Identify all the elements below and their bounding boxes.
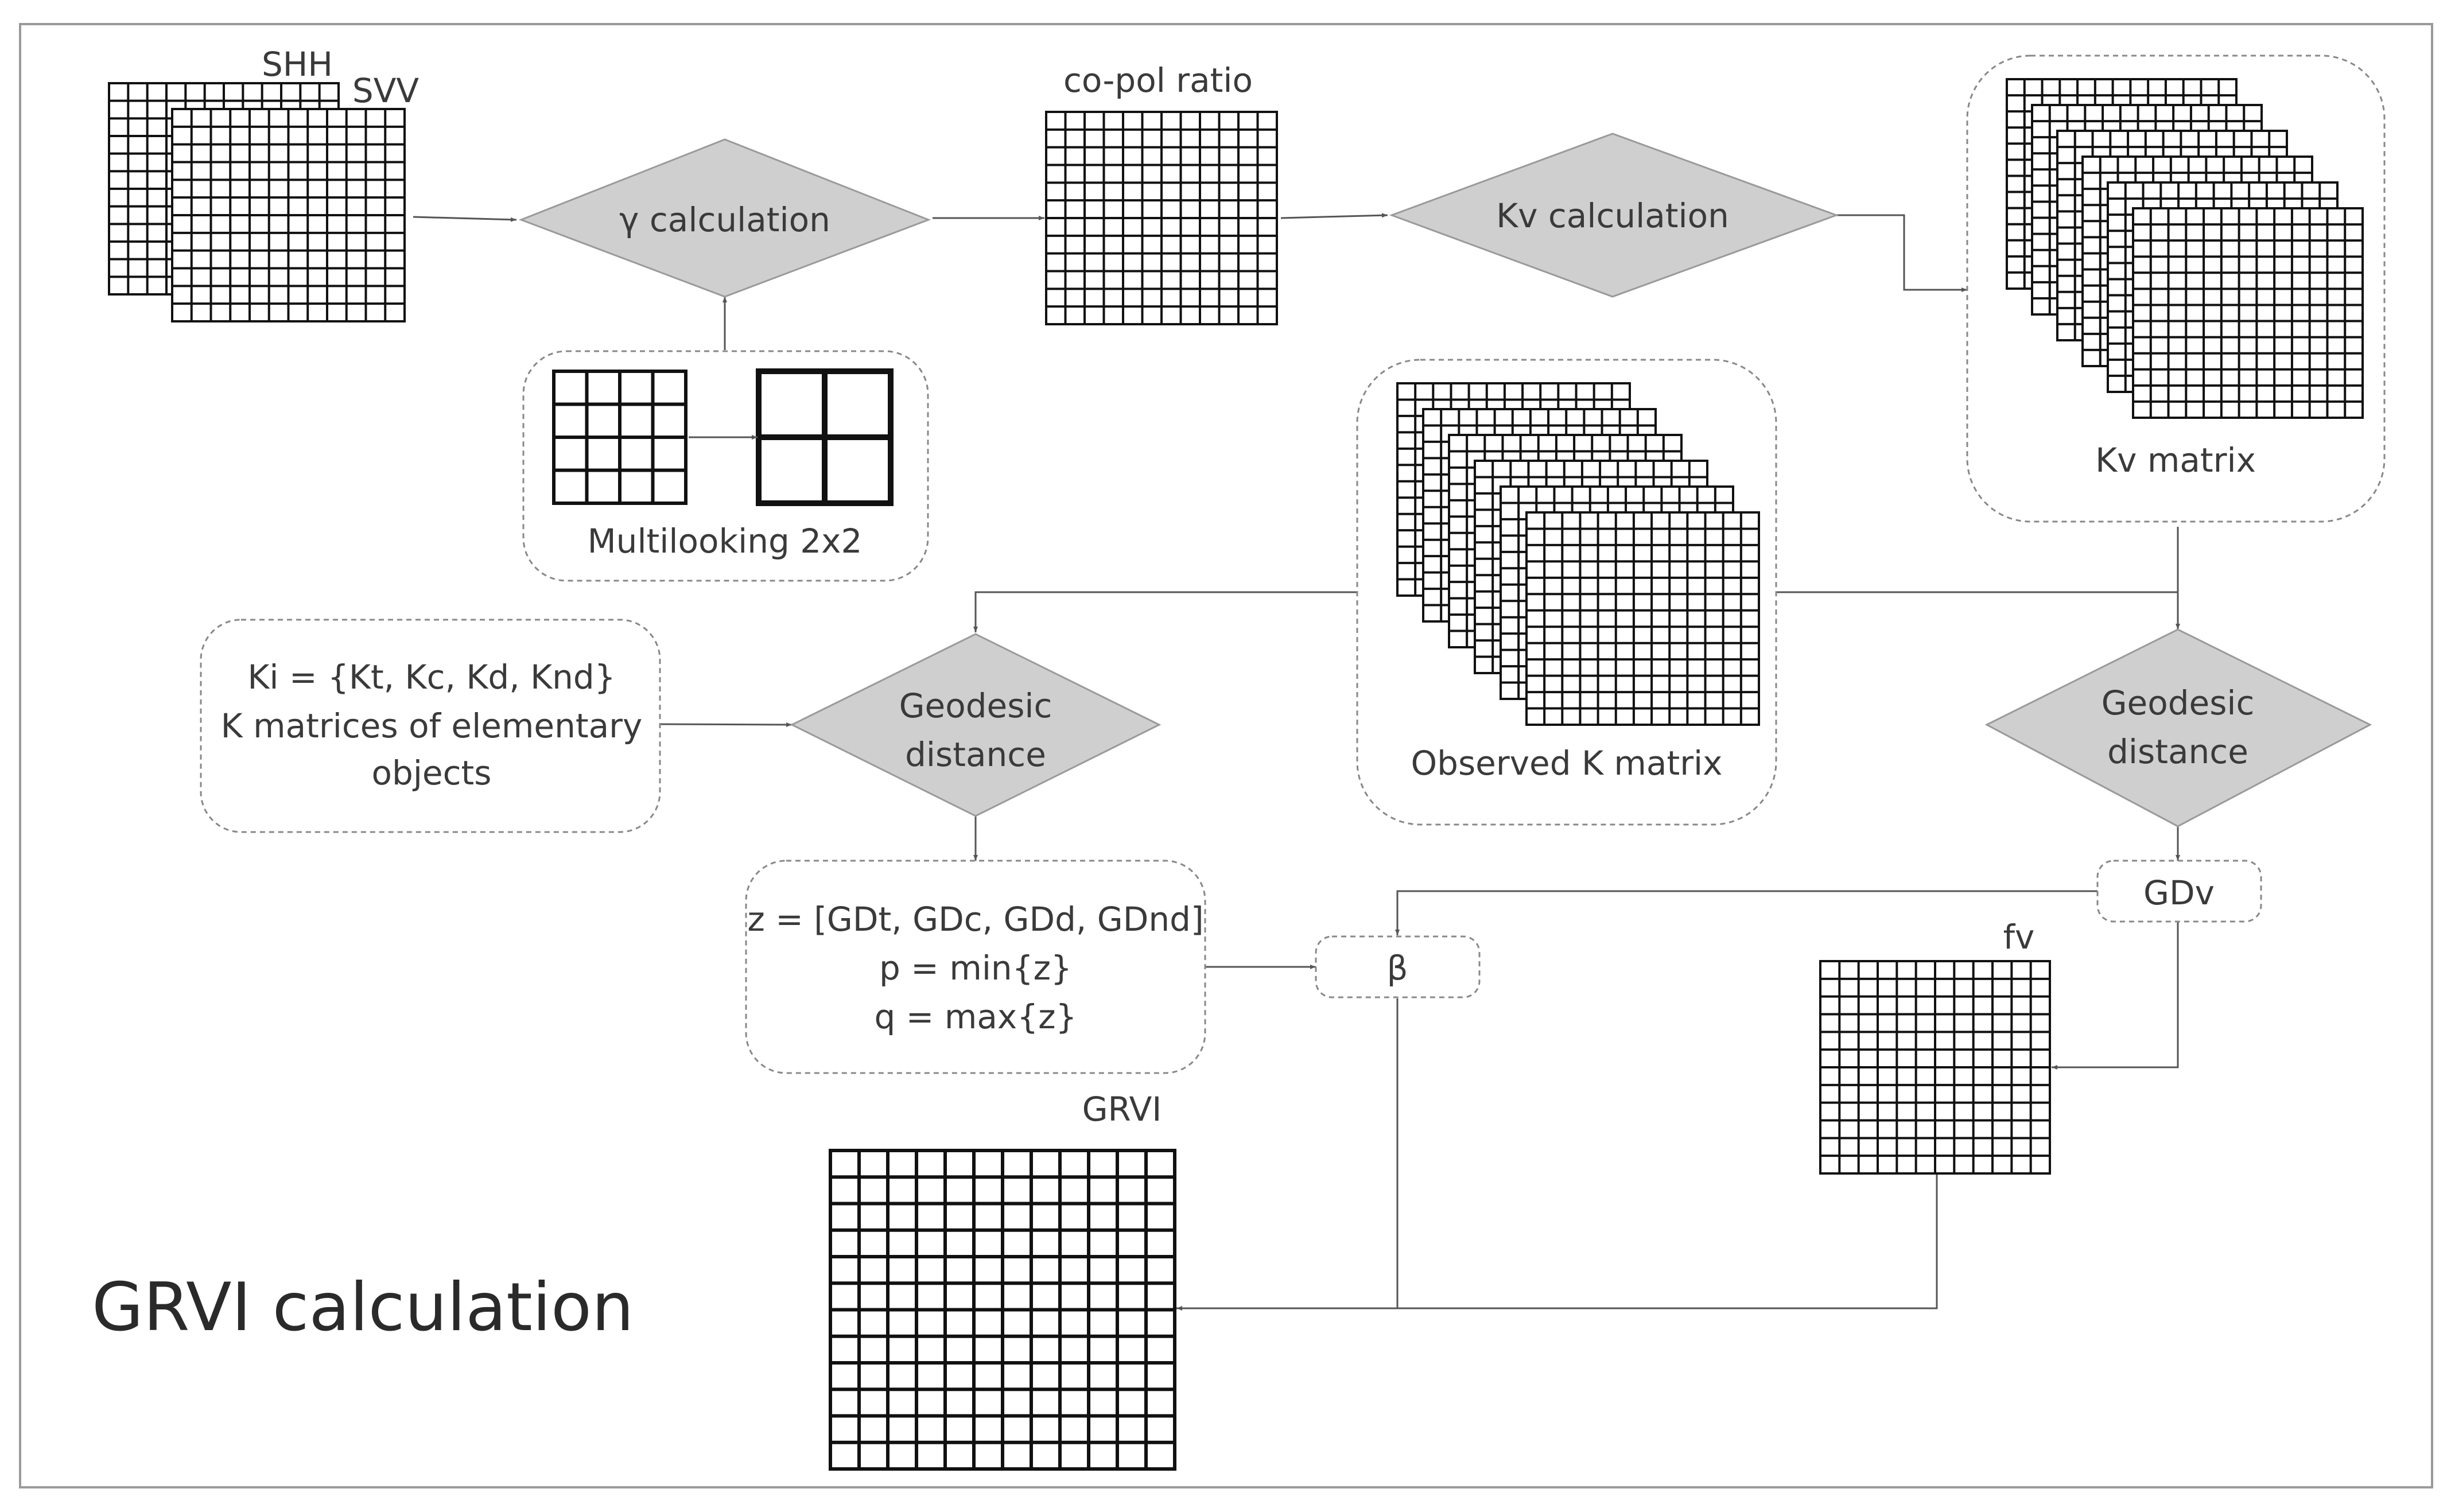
gamma-calculation-node [518,138,931,298]
fv-label: fv [2003,918,2035,957]
multilook-box [522,350,929,582]
observed-k-stack [1396,382,1760,726]
ki-box [200,619,661,833]
copol-grid [1045,111,1278,325]
observed-k-box [1356,359,1777,826]
svv-label: SVV [352,71,419,110]
z-line-2: p = min{z} [879,949,1072,988]
arrow-kv-to-kvmatrix [1836,214,1967,292]
observed-k-matrix-label: Observed K matrix [1411,744,1722,783]
arrow-fv-to-grvi [1176,1173,1938,1311]
geodesic-distance-right-node [1984,628,2372,827]
grvi-label: GRVI [1082,1090,1162,1129]
grvi-grid [829,1149,1176,1471]
copol-ratio-label: co-pol ratio [1063,61,1253,100]
geodesic-left-line-2: distance [905,735,1046,774]
svv-grid [171,108,406,322]
arrow-observed-to-geoleft [973,591,1357,632]
arrow-ki-to-geoleft [659,722,793,727]
kv-matrix-box [1966,55,2386,523]
z-line-3: q = max{z} [875,997,1077,1036]
diagram-title: GRVI calculation [92,1269,634,1346]
multilook-fine-grid [552,370,687,505]
connectors [413,213,2180,1311]
arrow-copol-to-kv [1280,213,1388,219]
shh-label: SHH [262,45,333,84]
ki-line-3: objects [372,753,492,792]
geodesic-right-line-1: Geodesic [2102,683,2255,722]
gdv-label: GDv [2143,873,2215,912]
kv-calculation-label: Kv calculation [1496,196,1729,235]
z-box [745,860,1206,1074]
kv-matrix-label: Kv matrix [2095,441,2256,480]
arrow-gdv-to-beta [1395,890,2097,935]
multilook-label: Multilooking 2x2 [588,522,863,561]
multilook-coarse-grid [756,368,894,506]
geodesic-right-line-2: distance [2107,732,2248,771]
gamma-calculation-label: γ calculation [619,200,830,239]
ki-line-2: K matrices of elementary [221,706,643,745]
geodesic-distance-left-node [790,633,1162,817]
beta-box [1315,935,1481,998]
fv-grid [1819,960,2051,1175]
kv-calculation-node [1389,133,1839,298]
arrow-gdv-to-fv [2052,921,2179,1070]
ki-line-1: Ki = {Kt, Kc, Kd, Knd} [247,658,615,697]
z-line-1: z = [GDt, GDc, GDd, GDnd] [747,900,1203,939]
geodesic-left-line-1: Geodesic [899,686,1052,725]
outer-frame [19,23,2433,1488]
arrow-input-to-gamma [413,216,517,222]
kv-stack [2006,78,2364,419]
beta-label: β [1386,949,1408,988]
gdv-box [2096,860,2262,923]
